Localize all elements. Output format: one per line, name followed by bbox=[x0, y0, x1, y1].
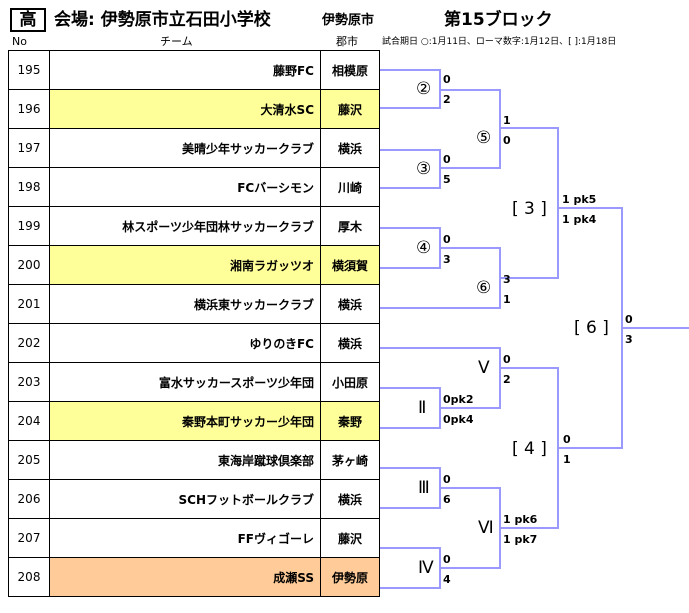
score-m4-top: 0 bbox=[443, 233, 451, 246]
team-city: 茅ヶ崎 bbox=[320, 440, 380, 480]
team-number: 203 bbox=[8, 362, 50, 402]
team-name: 横浜東サッカークラブ bbox=[49, 284, 321, 324]
score-m5-top: 1 bbox=[503, 114, 511, 127]
team-name: SCHフットボールクラブ bbox=[49, 479, 321, 519]
team-city: 厚木 bbox=[320, 206, 380, 246]
match-label-m4: ④ bbox=[416, 238, 432, 258]
bracket-line-mI bbox=[380, 347, 501, 409]
score-m3-bottom: 5 bbox=[443, 173, 451, 186]
team-number: 206 bbox=[8, 479, 50, 519]
team-name: 成瀬SS bbox=[49, 557, 321, 597]
bracket-line-s3 bbox=[500, 127, 559, 279]
score-m3-top: 0 bbox=[443, 153, 451, 166]
score-s4-top: 0 bbox=[563, 433, 571, 446]
score-s4-bottom: 1 bbox=[563, 453, 571, 466]
score-s6-bottom: 3 bbox=[625, 333, 633, 346]
venue-city: 伊勢原市 bbox=[322, 13, 375, 28]
team-name: 美晴少年サッカークラブ bbox=[49, 128, 321, 168]
score-s3-top: 1 pk5 bbox=[562, 193, 597, 206]
team-number: 205 bbox=[8, 440, 50, 480]
team-city: 横須賀 bbox=[320, 245, 380, 285]
team-number: 208 bbox=[8, 557, 50, 597]
team-city: 秦野 bbox=[320, 401, 380, 441]
score-m2-bottom: 2 bbox=[443, 93, 451, 106]
score-mIII-top: 0 bbox=[443, 473, 451, 486]
grade-badge: 高 bbox=[10, 8, 46, 32]
match-label-m6: ⑥ bbox=[476, 278, 492, 298]
match-label-s6: [ 6 ] bbox=[574, 318, 609, 338]
score-m6-bottom: 1 bbox=[503, 293, 511, 306]
score-m2-top: 0 bbox=[443, 73, 451, 86]
team-number: 198 bbox=[8, 167, 50, 207]
score-s3-bottom: 1 pk4 bbox=[562, 213, 597, 226]
column-team: チーム bbox=[160, 35, 193, 48]
bracket-line-mIII bbox=[380, 467, 441, 509]
venue-title: 会場: 伊勢原市立石田小学校 bbox=[54, 10, 271, 30]
match-label-m5: ⑤ bbox=[476, 128, 492, 148]
score-m4-bottom: 3 bbox=[443, 253, 451, 266]
match-label-m3: ③ bbox=[416, 159, 432, 179]
team-number: 200 bbox=[8, 245, 50, 285]
team-name: 秦野本町サッカー少年団 bbox=[49, 401, 321, 441]
match-label-mII: Ⅱ bbox=[418, 398, 427, 418]
schedule-legend: 試合期日 ○:1月11日、ローマ数字:1月12日、[ ]:1月18日 bbox=[382, 37, 617, 47]
team-number: 204 bbox=[8, 401, 50, 441]
column-city: 郡市 bbox=[336, 35, 358, 48]
bracket-line-mII bbox=[380, 387, 441, 429]
score-mVI-top: 1 pk6 bbox=[503, 513, 538, 526]
score-mIII-bottom: 6 bbox=[443, 493, 451, 506]
score-mVI-bottom: 1 pk7 bbox=[503, 533, 538, 546]
score-m6-top: 3 bbox=[503, 273, 511, 286]
match-label-mIV: Ⅳ bbox=[418, 558, 434, 578]
score-mIV-bottom: 4 bbox=[443, 573, 451, 586]
score-mII-bottom: 0pk4 bbox=[443, 413, 474, 426]
team-name: FCバーシモン bbox=[49, 167, 321, 207]
team-number: 202 bbox=[8, 323, 50, 363]
score-mIV-top: 0 bbox=[443, 553, 451, 566]
team-city: 横浜 bbox=[320, 323, 380, 363]
match-label-m2: ② bbox=[416, 79, 432, 99]
match-label-s3: [ 3 ] bbox=[512, 199, 547, 219]
score-mV-top: 0 bbox=[503, 353, 511, 366]
match-label-s4: [ 4 ] bbox=[512, 439, 547, 459]
match-label-mI: Ⅴ bbox=[478, 358, 490, 378]
team-name: 東海岸蹴球倶楽部 bbox=[49, 440, 321, 480]
score-mV-bottom: 2 bbox=[503, 373, 511, 386]
score-s6-top: 0 bbox=[625, 313, 633, 326]
score-mII-top: 0pk2 bbox=[443, 393, 474, 406]
column-no: No bbox=[12, 35, 27, 48]
match-label-mVI: Ⅵ bbox=[478, 518, 494, 538]
team-city: 川崎 bbox=[320, 167, 380, 207]
team-city: 藤沢 bbox=[320, 518, 380, 558]
team-city: 伊勢原 bbox=[320, 557, 380, 597]
team-name: 富水サッカースポーツ少年団 bbox=[49, 362, 321, 402]
block-title: 第15ブロック bbox=[444, 10, 553, 30]
match-label-mIII: Ⅲ bbox=[418, 478, 430, 498]
team-name: 大清水SC bbox=[49, 89, 321, 129]
score-m5-bottom: 0 bbox=[503, 134, 511, 147]
team-city: 藤沢 bbox=[320, 89, 380, 129]
team-number: 196 bbox=[8, 89, 50, 129]
